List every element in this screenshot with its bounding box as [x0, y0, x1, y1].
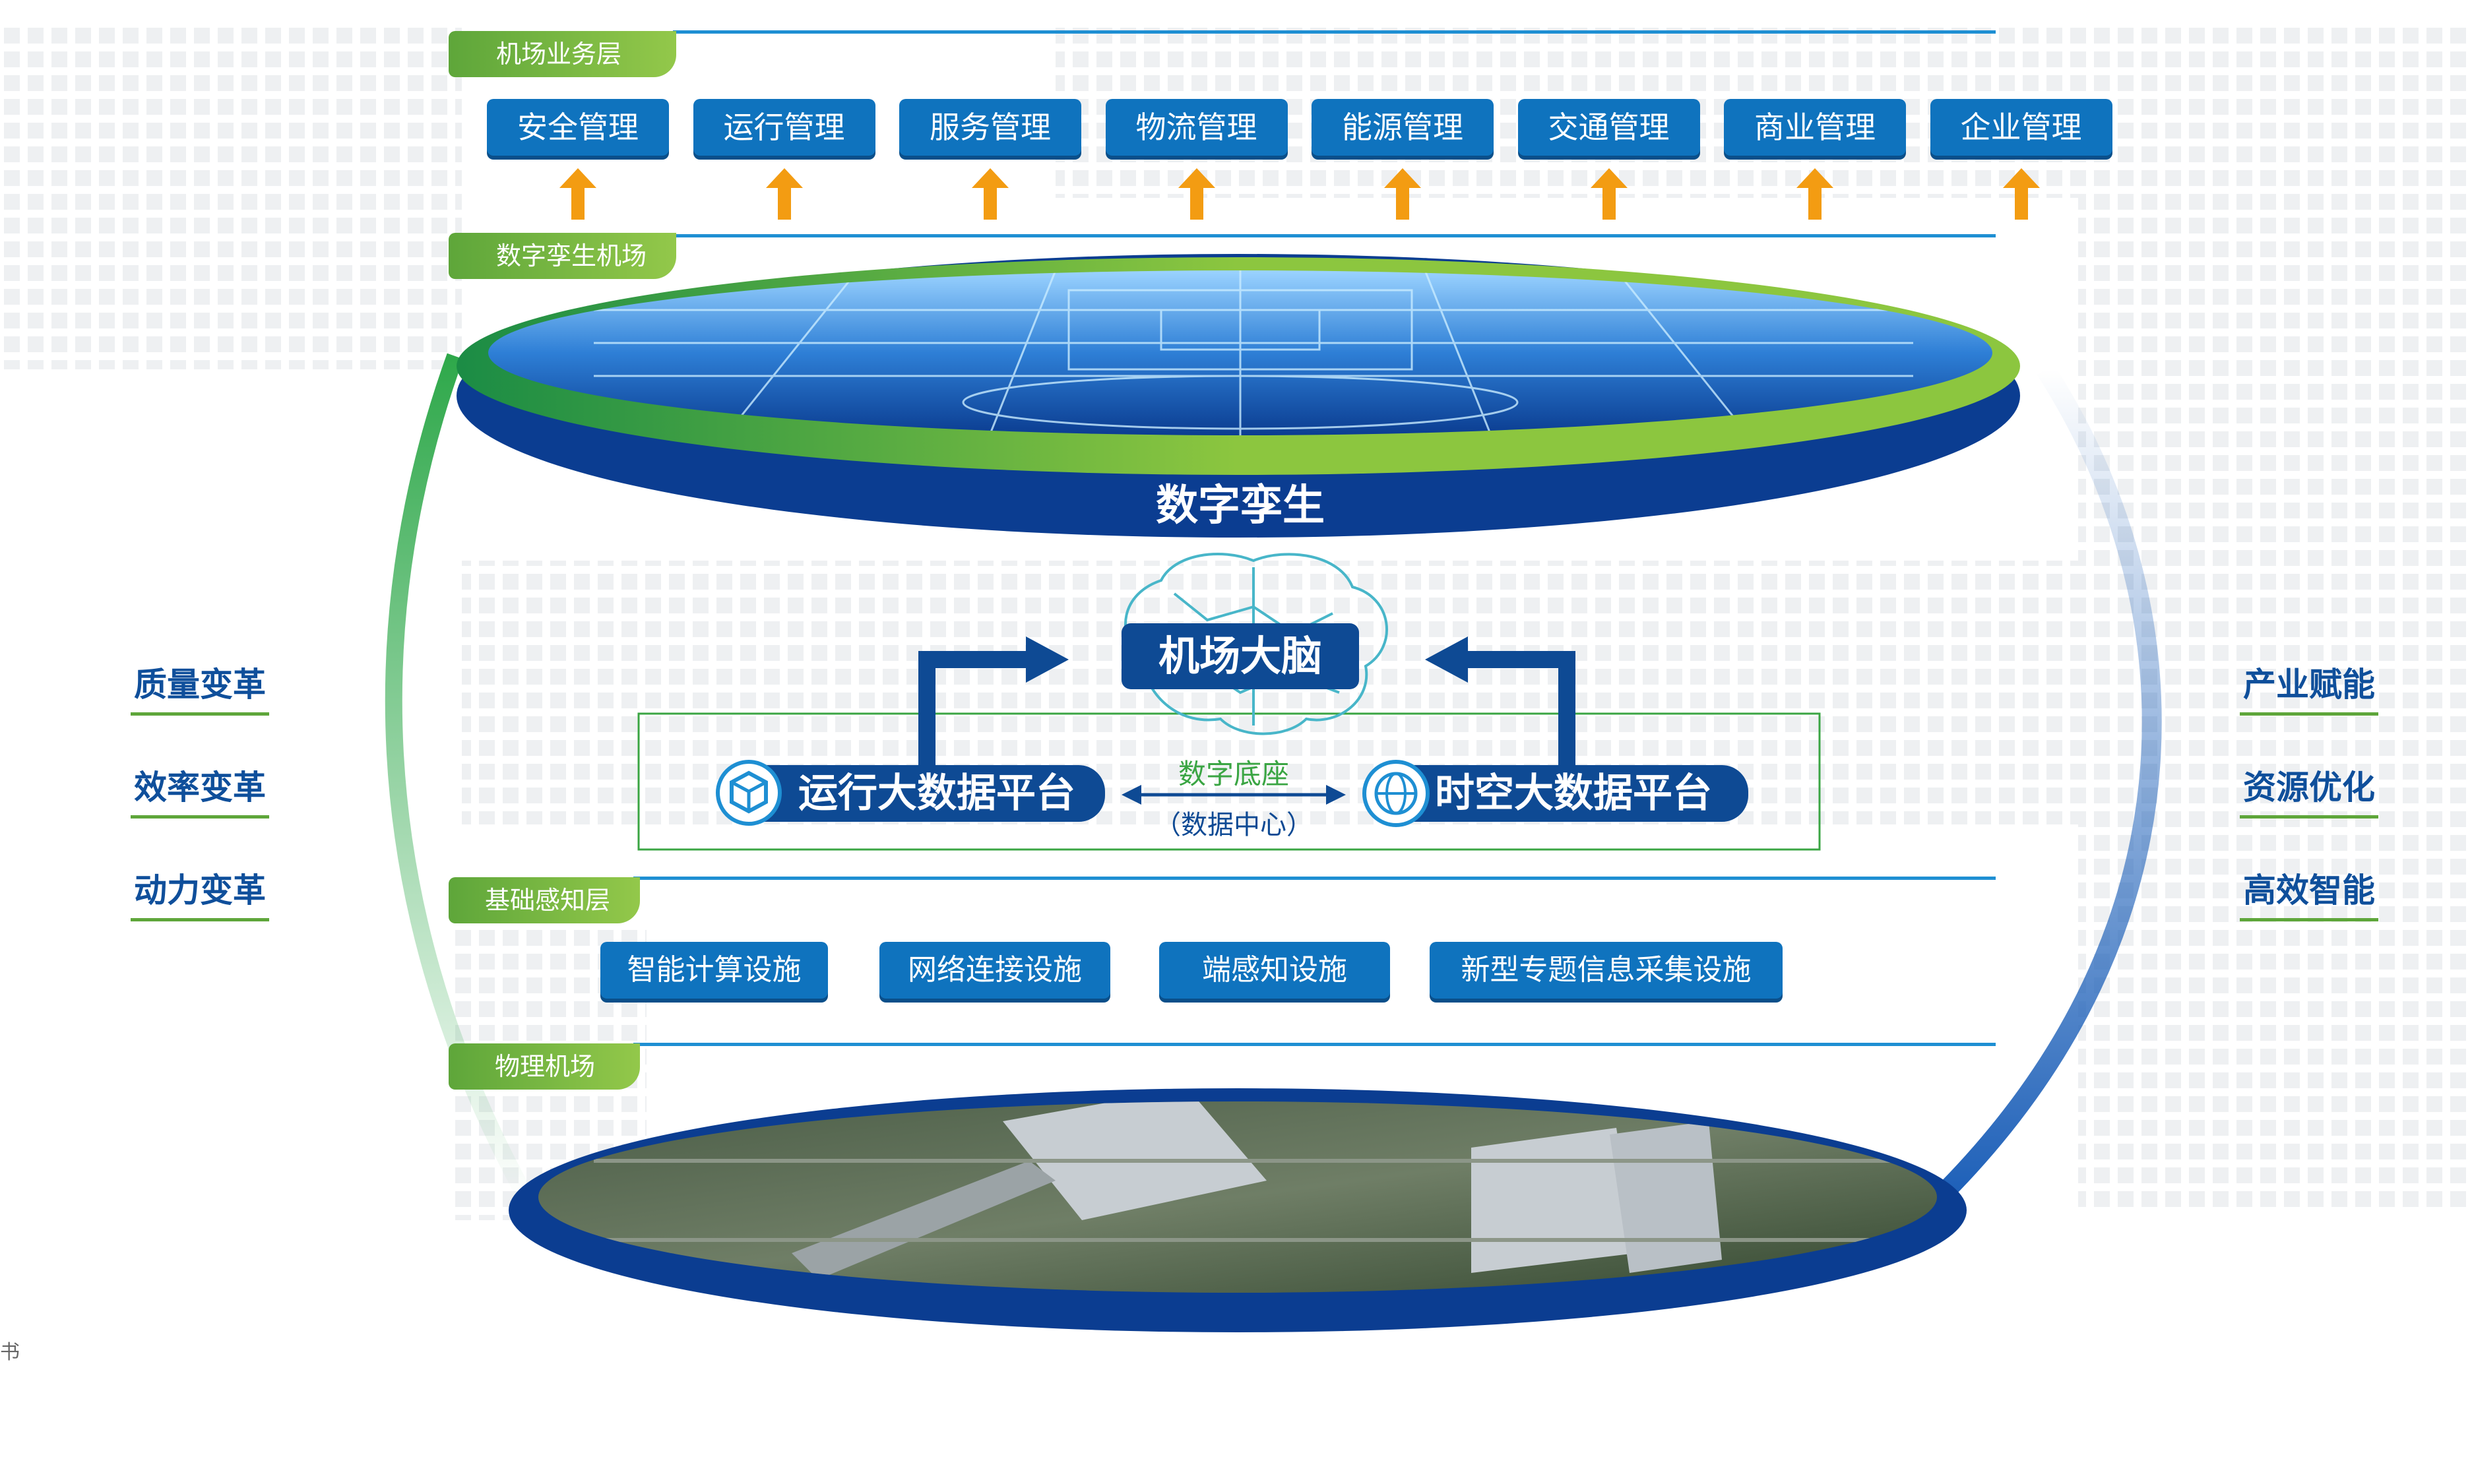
orange-up-arrow — [765, 168, 803, 222]
infra-item-4[interactable]: 新型专题信息采集设施 — [1430, 942, 1783, 999]
business-item-7[interactable]: 商业管理 — [1724, 99, 1906, 156]
right-side-item-3: 高效智能 — [2240, 864, 2378, 921]
data-foundation-title: 数字底座 — [1178, 758, 1289, 790]
terminal-building — [1471, 1128, 1636, 1273]
double-arrow-left-head — [1122, 785, 1141, 805]
orange-up-arrow — [1796, 168, 1833, 222]
orange-up-arrow — [1590, 168, 1628, 222]
data-foundation-sub: （数据中心） — [1155, 810, 1313, 840]
divider-physical — [633, 1043, 1996, 1046]
layer-tag-sensing: 基础感知层 — [449, 877, 640, 923]
right-side-item-2: 资源优化 — [2240, 761, 2378, 819]
twin-label: 数字孪生 — [1156, 481, 1325, 530]
business-item-4[interactable]: 物流管理 — [1105, 99, 1288, 156]
platform-frame — [637, 712, 1821, 851]
left-side-item-1: 质量变革 — [131, 658, 269, 716]
left-side-item-3: 动力变革 — [131, 864, 269, 921]
terminal-building — [1003, 1101, 1267, 1220]
map-pattern — [0, 26, 462, 369]
divider-sensing — [633, 877, 1996, 880]
divider-business — [673, 30, 1996, 34]
left-arrowhead — [1026, 636, 1069, 683]
terminal-building — [1610, 1121, 1722, 1273]
footer-glyph: 书 — [0, 1341, 20, 1364]
orange-up-arrow — [559, 168, 596, 222]
double-arrow-right-head — [1326, 785, 1346, 805]
right-arrowhead — [1425, 636, 1468, 683]
infra-item-1[interactable]: 智能计算设施 — [600, 942, 828, 999]
business-item-6[interactable]: 交通管理 — [1517, 99, 1700, 156]
left-side-item-2: 效率变革 — [131, 761, 269, 819]
physical-airport-disc — [509, 1088, 1967, 1332]
globe-icon — [1362, 760, 1430, 827]
orange-up-arrow — [1178, 168, 1215, 222]
airport-brain-label: 机场大脑 — [1122, 623, 1359, 689]
cube-glyph — [730, 770, 768, 814]
layer-tag-twin: 数字孪生机场 — [449, 233, 676, 279]
layer-tag-physical: 物理机场 — [449, 1043, 640, 1090]
spatiotemporal-bigdata-platform: 时空大数据平台 — [1395, 765, 1748, 822]
globe-glyph — [1374, 772, 1418, 815]
right-side-item-1: 产业赋能 — [2240, 658, 2378, 716]
right-arc — [1929, 363, 2162, 1208]
orange-up-arrow — [2002, 168, 2040, 222]
right-up-arrow — [1465, 651, 1575, 765]
platform-right-label: 时空大数据平台 — [1435, 770, 1712, 817]
cube-icon — [716, 760, 782, 826]
digital-twin-disc — [457, 254, 2020, 538]
business-item-8[interactable]: 企业管理 — [1930, 99, 2112, 156]
business-item-2[interactable]: 运行管理 — [693, 99, 875, 156]
business-item-5[interactable]: 能源管理 — [1312, 99, 1494, 156]
platform-left-label: 运行大数据平台 — [798, 770, 1075, 817]
runway — [792, 1161, 1056, 1280]
business-item-3[interactable]: 服务管理 — [899, 99, 1081, 156]
orange-up-arrow — [1384, 168, 1421, 222]
ops-bigdata-platform: 运行大数据平台 — [736, 765, 1105, 822]
orange-up-arrow — [972, 168, 1009, 222]
divider-twin — [673, 234, 1996, 237]
left-up-arrow — [918, 651, 1029, 765]
layer-tag-business: 机场业务层 — [449, 31, 676, 77]
infra-item-2[interactable]: 网络连接设施 — [879, 942, 1110, 999]
business-item-1[interactable]: 安全管理 — [487, 99, 669, 156]
infra-item-3[interactable]: 端感知设施 — [1159, 942, 1390, 999]
